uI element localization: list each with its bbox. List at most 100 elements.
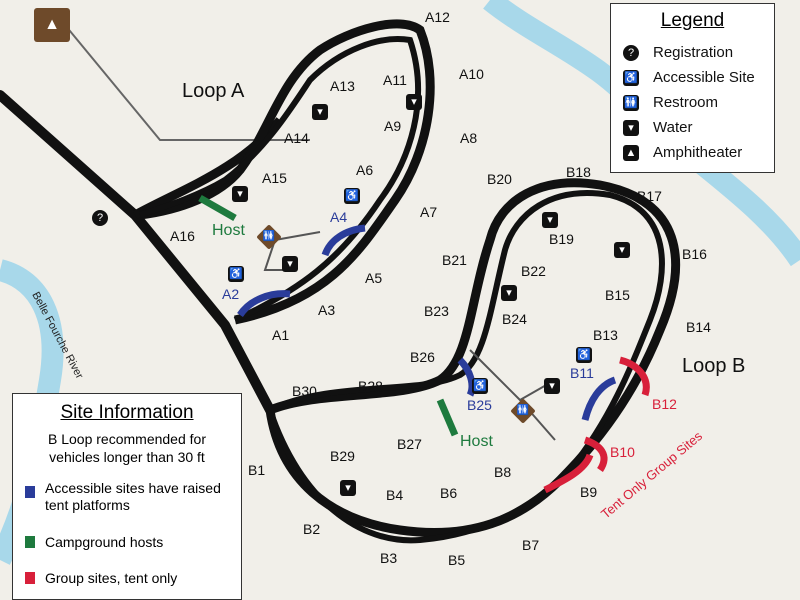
amphitheater-icon[interactable]: ▲ (34, 8, 70, 42)
water-icon: ▾ (232, 186, 248, 202)
site-label[interactable]: B7 (522, 537, 540, 553)
legend-item-amphitheater: ▲Amphitheater (623, 144, 742, 162)
site-label[interactable]: A15 (262, 170, 287, 186)
connector-a (263, 231, 321, 271)
legend-item-accessible: ♿Accessible Site (623, 69, 755, 87)
site-information-title: Site Information (60, 402, 194, 423)
host-label-a: Host (212, 222, 245, 239)
water-icon: ▾ (340, 480, 356, 496)
water-icon: ▾ (544, 378, 560, 394)
site-label[interactable]: B28 (358, 378, 383, 394)
host-label-b: Host (460, 433, 493, 450)
site-b10-group (583, 436, 608, 472)
site-label[interactable]: A14 (284, 130, 309, 146)
site-label[interactable]: A13 (330, 78, 355, 94)
site-a4-accessible (321, 224, 366, 257)
legend-panel: Legend ?Registration ♿Accessible Site 🚻R… (610, 3, 775, 173)
info-item-accessible: Accessible sites have raised tent platfo… (25, 480, 241, 514)
site-label[interactable]: B3 (380, 550, 398, 566)
site-label[interactable]: B19 (549, 231, 574, 247)
site-label[interactable]: A3 (318, 302, 336, 318)
site-label[interactable]: B12 (652, 396, 677, 412)
water-icon: ▾ (614, 242, 630, 258)
water-icon: ▾ (282, 256, 298, 272)
host-pad-b (436, 398, 459, 437)
site-label[interactable]: A8 (460, 130, 478, 146)
site-label[interactable]: B1 (248, 462, 266, 478)
site-label[interactable]: B21 (442, 252, 467, 268)
site-information-panel: Site Information B Loop recommended for … (12, 393, 242, 600)
accessible-swatch (25, 486, 35, 498)
amphitheater-icon: ▲ (623, 145, 639, 162)
connector-b (469, 349, 556, 441)
site-label[interactable]: B20 (487, 171, 512, 187)
b-loop-note: B Loop recommended for vehicles longer t… (48, 431, 206, 465)
site-b11-accessible (581, 376, 617, 421)
site-label[interactable]: A16 (170, 228, 195, 244)
accessible-icon: ♿ (623, 70, 639, 87)
site-label[interactable]: B29 (330, 448, 355, 464)
site-label[interactable]: A5 (365, 270, 383, 286)
loop-a-inner (139, 36, 422, 323)
host-swatch (25, 536, 35, 548)
site-label[interactable]: B22 (521, 263, 546, 279)
water-icon: ▾ (542, 212, 558, 228)
site-label[interactable]: B2 (303, 521, 321, 537)
site-label[interactable]: B6 (440, 485, 458, 501)
host-pad-a (198, 194, 237, 222)
accessible-icon: ♿ (344, 188, 360, 204)
site-b25-accessible (457, 357, 476, 397)
info-item-hosts: Campground hosts (25, 534, 163, 551)
accessible-icon: ♿ (576, 347, 592, 363)
info-item-group: Group sites, tent only (25, 570, 177, 587)
legend-title: Legend (660, 10, 725, 31)
site-label[interactable]: B23 (424, 303, 449, 319)
water-icon: ▾ (312, 104, 328, 120)
site-label[interactable]: A7 (420, 204, 438, 220)
site-label[interactable]: A1 (272, 327, 290, 343)
site-label[interactable]: B26 (410, 349, 435, 365)
site-label[interactable]: A12 (425, 9, 450, 25)
registration-icon[interactable]: ? (92, 210, 108, 226)
accessible-icon: ♿ (228, 266, 244, 282)
site-label[interactable]: B4 (386, 487, 404, 503)
restroom-icon: 🚻 (623, 95, 639, 112)
site-label[interactable]: A6 (356, 162, 374, 178)
site-label[interactable]: A4 (330, 209, 348, 225)
legend-item-restroom: 🚻Restroom (623, 94, 719, 112)
site-label[interactable]: A11 (383, 72, 407, 88)
site-label[interactable]: A9 (384, 118, 402, 134)
water-icon: ▾ (501, 285, 517, 301)
site-b9-group (543, 453, 594, 494)
site-b12-group (618, 356, 650, 397)
water-icon: ▾ (406, 94, 422, 110)
site-label[interactable]: B13 (593, 327, 618, 343)
loop-b-label: Loop B (682, 355, 746, 377)
legend-item-water: ▾Water (623, 119, 692, 137)
registration-icon: ? (623, 45, 639, 62)
site-label[interactable]: B14 (686, 319, 711, 335)
site-label[interactable]: B18 (566, 164, 591, 180)
accessible-icon: ♿ (472, 378, 488, 394)
site-label[interactable]: B16 (682, 246, 707, 262)
site-label[interactable]: B17 (637, 188, 662, 204)
site-label[interactable]: B9 (580, 484, 598, 500)
legend-item-registration: ?Registration (623, 44, 733, 62)
main-road (0, 90, 275, 415)
site-label[interactable]: B5 (448, 552, 466, 568)
site-label[interactable]: A2 (222, 286, 240, 302)
site-label[interactable]: B30 (292, 383, 317, 399)
loop-b-inner (267, 190, 665, 544)
site-label[interactable]: B11 (570, 365, 594, 381)
site-label[interactable]: B10 (610, 444, 635, 460)
site-label[interactable]: B8 (494, 464, 512, 480)
site-label[interactable]: B15 (605, 287, 630, 303)
site-label[interactable]: A10 (459, 66, 484, 82)
loop-a-label: Loop A (182, 80, 245, 102)
site-label[interactable]: B25 (467, 397, 492, 413)
group-swatch (25, 572, 35, 584)
site-label[interactable]: B27 (397, 436, 422, 452)
site-a2-accessible (237, 290, 291, 318)
site-label[interactable]: B24 (502, 311, 527, 327)
